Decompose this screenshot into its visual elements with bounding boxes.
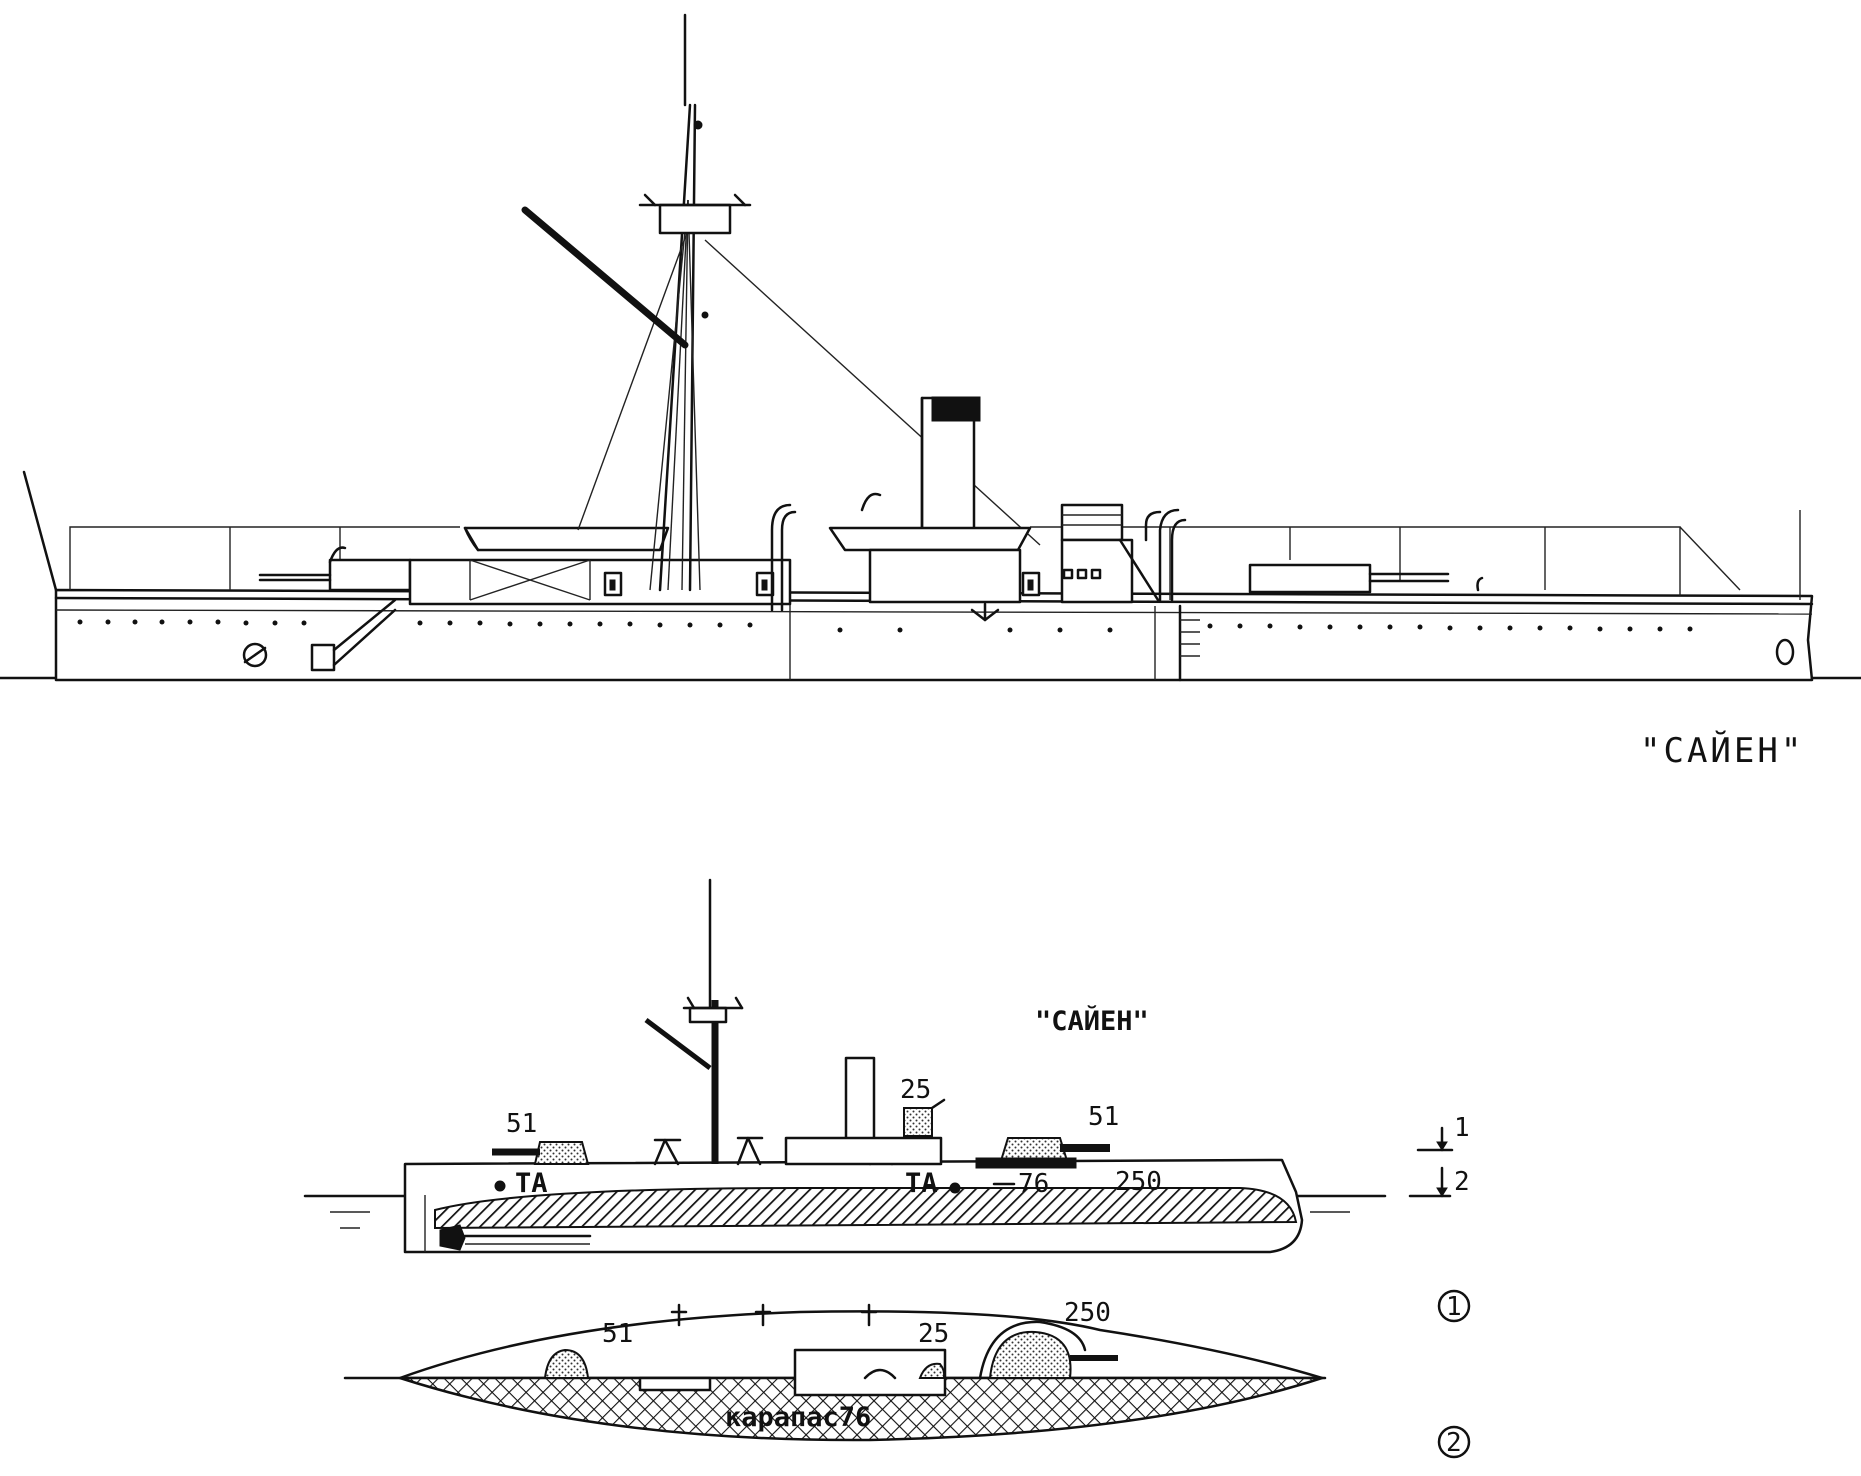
label-belt-armor: 250 — [1115, 1167, 1162, 1197]
bow-anchor-icon — [242, 642, 268, 668]
bow-jackstaff — [22, 470, 58, 592]
plan-aft-barbette — [988, 1330, 1072, 1379]
casemate-label-group: 76 — [992, 1169, 1049, 1199]
section-marker-1-label: 1 — [1446, 1292, 1462, 1322]
plan-conning-tower — [918, 1362, 946, 1379]
water-ripples — [330, 1211, 1350, 1229]
armor-plan: 51 25 250 карапас76 1 2 — [343, 1289, 1471, 1459]
level-indicator-2: 2 — [1408, 1166, 1470, 1198]
armor-superstructure — [784, 1136, 943, 1166]
plan-crosses — [670, 1303, 878, 1327]
bridge — [1060, 503, 1160, 604]
forward-gun — [258, 546, 412, 592]
stern-anchor-icon — [1775, 638, 1795, 666]
label-conning-tower-armor: 25 — [900, 1075, 931, 1105]
plan-label-deck-armor: карапас76 — [725, 1402, 871, 1433]
aft-gun — [1248, 563, 1450, 594]
conning-tower — [903, 1107, 933, 1137]
midship-anchor-icon — [970, 602, 1000, 622]
midship-superstructure — [868, 548, 1022, 604]
breastwork-line — [55, 609, 1813, 615]
armor-title: "САЙЕН" — [1035, 1005, 1149, 1037]
derrick-boom — [521, 206, 689, 349]
armor-funnel — [844, 1056, 876, 1142]
label-torpedo-fwd: TA — [515, 1168, 548, 1199]
level-2-label: 2 — [1454, 1167, 1470, 1197]
section-marker-1: 1 — [1437, 1289, 1471, 1323]
forward-superstructure — [408, 558, 792, 606]
section-marker-2: 2 — [1437, 1425, 1471, 1459]
plan-carapace — [399, 1376, 1323, 1442]
plan-label-fwd-gun-armor: 51 — [602, 1319, 633, 1349]
plan-label-barbette-armor: 250 — [1064, 1298, 1111, 1328]
side-view-title: "САЙЕН" — [1640, 730, 1804, 771]
foremast — [577, 13, 709, 592]
label-aft-gun-armor: 51 — [1088, 1102, 1119, 1132]
forward-boat — [463, 526, 670, 552]
armor-aft-gun — [975, 1137, 1110, 1169]
aft-ladder — [1178, 604, 1200, 682]
armor-belt — [434, 1187, 1298, 1230]
fighting-top — [638, 193, 752, 235]
torpedo-fwd-icon — [494, 1180, 506, 1192]
armor-mast — [644, 878, 744, 1164]
level-indicator-1: 1 — [1416, 1113, 1470, 1152]
torpedo-aft-icon — [949, 1182, 961, 1194]
awning-frames — [69, 510, 1801, 600]
mast-stay — [704, 239, 1041, 546]
plan-outline-upper — [398, 1310, 1324, 1380]
label-casemate-armor: 76 — [1018, 1169, 1049, 1199]
funnel — [920, 396, 981, 540]
label-torpedo-aft: TA — [905, 1168, 938, 1199]
plan-fwd-barbette — [543, 1348, 590, 1379]
ventilators — [770, 492, 1484, 612]
accommodation-ladder — [310, 598, 397, 672]
propeller-shaft — [439, 1224, 592, 1251]
section-marker-2-label: 2 — [1446, 1428, 1462, 1458]
label-fwd-gun-armor: 51 — [506, 1109, 537, 1139]
boat-skid-forward — [469, 559, 591, 601]
side-elevation: "САЙЕН" — [0, 13, 1861, 771]
armor-fwd-gun — [492, 1141, 590, 1165]
armor-profile: "САЙЕН" 51 25 51 TA TA 76 250 1 2 — [303, 878, 1470, 1254]
level-1-label: 1 — [1454, 1113, 1470, 1143]
plan-label-conning-tower-armor: 25 — [918, 1319, 949, 1349]
portholes — [77, 619, 1693, 633]
midship-boat — [828, 526, 1032, 552]
